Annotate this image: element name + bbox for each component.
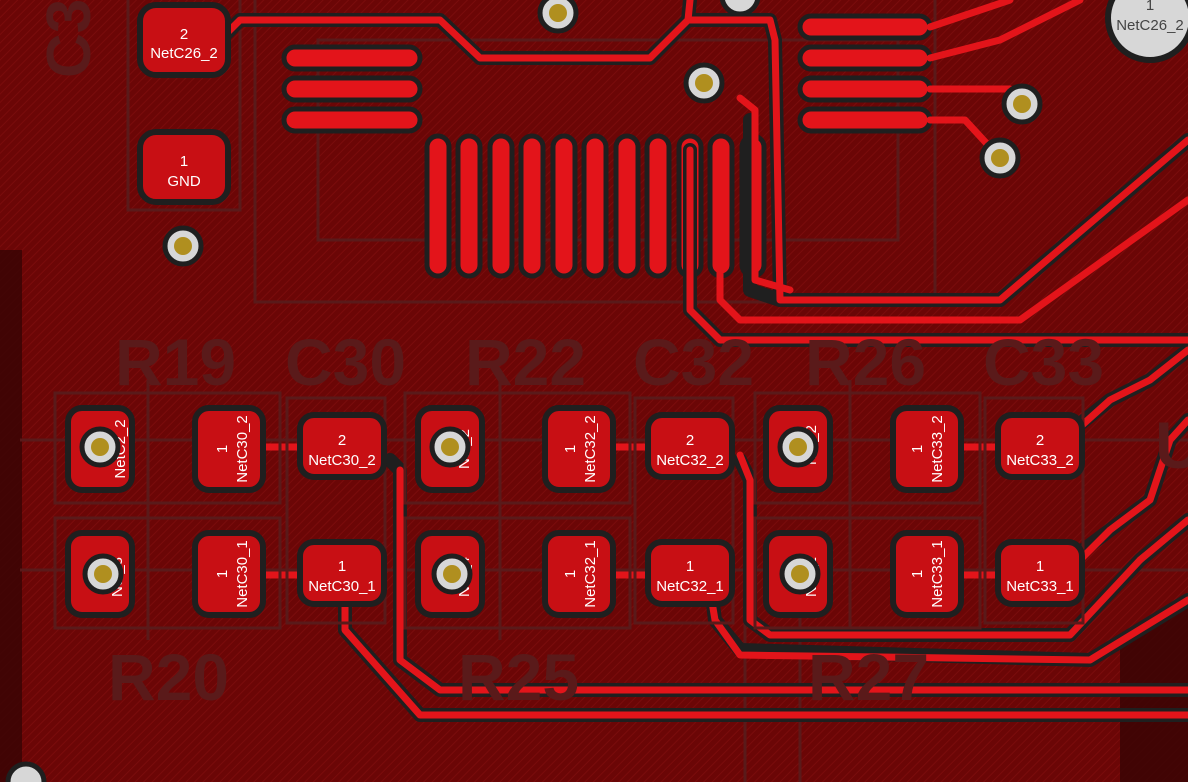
c33-pad-2-net: NetC33_2 [1006, 452, 1074, 469]
c30-pad-1-net: NetC30_1 [308, 578, 376, 595]
r19-pad-right-net: NetC30_2 [234, 415, 251, 483]
designator-r27: R27 [808, 640, 929, 714]
via[interactable] [1001, 83, 1043, 125]
via[interactable] [979, 137, 1021, 179]
c34-pad-1-net: GND [167, 173, 201, 190]
via[interactable] [431, 553, 473, 595]
c34-pad-2-net: NetC26_2 [150, 45, 218, 62]
via[interactable] [537, 0, 579, 34]
designator-c33: C33 [983, 325, 1104, 399]
c32-pad-1-number: 1 [686, 558, 694, 575]
r27-pad-right[interactable]: 1 NetC33_1 [890, 530, 964, 618]
c30-pad-1[interactable]: 1 NetC30_1 [297, 539, 387, 607]
c34-pad-1-number: 1 [180, 153, 188, 170]
via[interactable] [429, 426, 471, 468]
r26-pad-right-net: NetC33_2 [929, 415, 946, 483]
via[interactable] [779, 553, 821, 595]
via[interactable] [82, 553, 124, 595]
c33-pad-2-number: 2 [1036, 432, 1044, 449]
ic-pads-left [281, 44, 423, 134]
via[interactable] [777, 426, 819, 468]
via[interactable] [79, 426, 121, 468]
c32-pad-1-net: NetC32_1 [656, 578, 724, 595]
r20-pad-right-number: 1 [214, 570, 231, 578]
r25-pad-right-number: 1 [562, 570, 579, 578]
c30-pad-2-net: NetC30_2 [308, 452, 376, 469]
via[interactable] [719, 0, 761, 17]
c30-pad-2-number: 2 [338, 432, 346, 449]
r27-pad-right-net: NetC33_1 [929, 540, 946, 608]
designator-r26: R26 [805, 325, 926, 399]
designator-c30: C30 [285, 325, 406, 399]
designator-c34: C34 [35, 0, 104, 78]
r19-pad-right-number: 1 [214, 445, 231, 453]
r22-pad-right-number: 1 [562, 445, 579, 453]
c30-pad-1-number: 1 [338, 558, 346, 575]
r25-pad-right[interactable]: 1 NetC32_1 [542, 530, 616, 618]
via[interactable] [162, 225, 204, 267]
designator-u-partial: U [1155, 408, 1188, 482]
ic-pads-bottom [424, 133, 767, 279]
r20-pad-right[interactable]: 1 NetC30_1 [192, 530, 266, 618]
r22-pad-right-net: NetC32_2 [582, 415, 599, 483]
c32-pad-1[interactable]: 1 NetC32_1 [645, 539, 735, 607]
c33-pad-1[interactable]: 1 NetC33_1 [995, 539, 1085, 607]
c26-corner-pad-number: 1 [1146, 0, 1154, 14]
designator-r20: R20 [108, 640, 229, 714]
designator-r22: R22 [465, 325, 586, 399]
designator-r25: R25 [458, 640, 579, 714]
c32-pad-2[interactable]: 2 NetC32_2 [645, 412, 735, 480]
c33-pad-2[interactable]: 2 NetC33_2 [995, 412, 1085, 480]
c34-pad-2-number: 2 [180, 26, 188, 43]
c33-pad-1-number: 1 [1036, 558, 1044, 575]
c34-pad-2[interactable]: 2 NetC26_2 [137, 2, 231, 78]
designator-r19: R19 [115, 325, 236, 399]
vias[interactable] [5, 0, 1043, 782]
r19-pad-right[interactable]: 1 NetC30_2 [192, 405, 266, 493]
via[interactable] [5, 761, 47, 782]
r22-pad-right[interactable]: 1 NetC32_2 [542, 405, 616, 493]
r25-pad-right-net: NetC32_1 [582, 540, 599, 608]
c26-corner-pad-net: NetC26_2 [1116, 17, 1184, 34]
c32-pad-2-net: NetC32_2 [656, 452, 724, 469]
r26-pad-right[interactable]: 1 NetC33_2 [890, 405, 964, 493]
c32-pad-2-number: 2 [686, 432, 694, 449]
copper-traces [216, 0, 1188, 719]
r26-pad-right-number: 1 [909, 445, 926, 453]
c26-corner-pad[interactable]: 1 NetC26_2 [1105, 0, 1188, 63]
r27-pad-right-number: 1 [909, 570, 926, 578]
r20-pad-right-net: NetC30_1 [234, 540, 251, 608]
c30-pad-2[interactable]: 2 NetC30_2 [297, 412, 387, 480]
c34-pad-1[interactable]: 1 GND [137, 129, 231, 205]
c33-pad-1-net: NetC33_1 [1006, 578, 1074, 595]
component-outlines [53, 391, 1085, 630]
silkscreen-labels: C34 R19 C30 R22 C32 R26 C33 U R20 R25 R2… [35, 0, 1188, 714]
designator-c32: C32 [633, 325, 754, 399]
r19-pad-left-net: NetC2_2 [112, 419, 129, 478]
via[interactable] [683, 62, 725, 104]
